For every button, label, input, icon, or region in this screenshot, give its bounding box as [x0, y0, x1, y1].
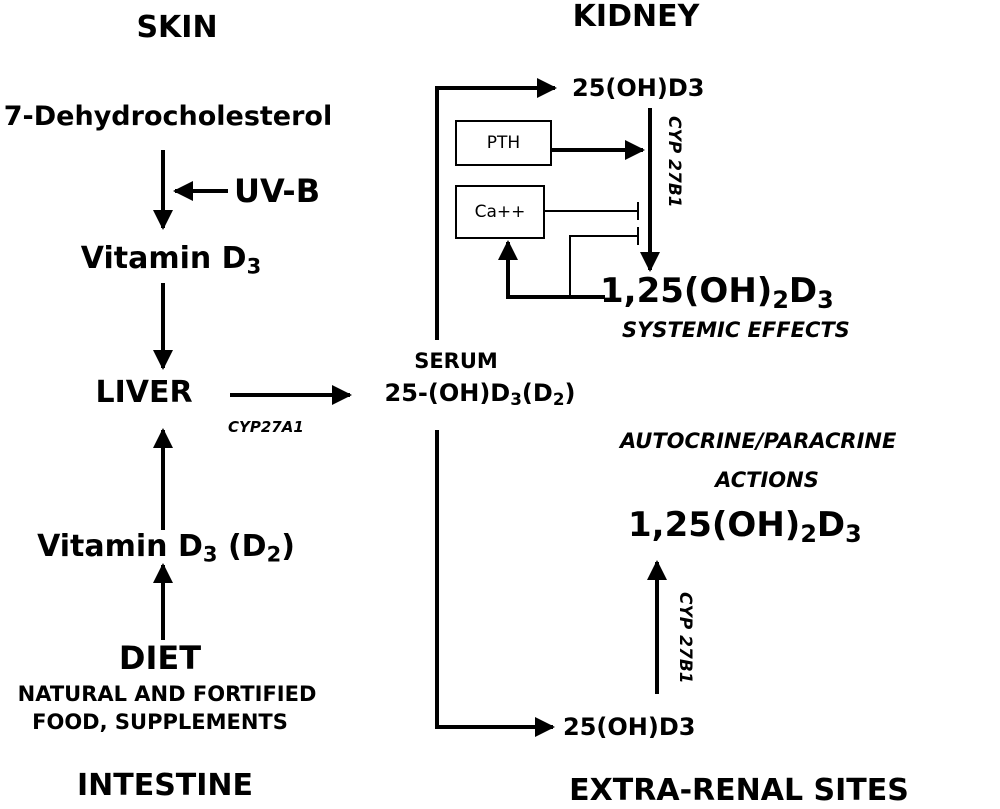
systemic-effects-label: SYSTEMIC EFFECTS	[622, 318, 850, 342]
diet-detail-line1: NATURAL AND FORTIFIED	[17, 682, 317, 706]
arrow-serum-to-extrarenal	[435, 430, 555, 737]
uvb-label: UV-B	[234, 172, 321, 210]
extrarenal-calcitriol: 1,25(OH)2D3	[628, 505, 862, 548]
intestine-heading: INTESTINE	[76, 768, 254, 803]
extrarenal-cyp27b1-label: CYP 27B1	[675, 592, 695, 684]
serum-label: SERUM	[414, 349, 498, 373]
extrarenal-substrate: 25(OH)D3	[563, 713, 696, 741]
arrow-serum-to-kidney	[435, 78, 557, 340]
kidney-calcitriol: 1,25(OH)2D3	[600, 271, 834, 314]
cyp27a1-label: CYP27A1	[228, 418, 304, 436]
diet-label: DIET	[118, 639, 202, 677]
dehydrocholesterol-label: 7-Dehydrocholesterol	[3, 101, 333, 132]
extrarenal-heading: EXTRA-RENAL SITES	[569, 773, 909, 808]
kidney-heading: KIDNEY	[572, 0, 700, 34]
pth-box: PTH	[455, 120, 552, 166]
liver-label: LIVER	[95, 375, 193, 410]
actions-label: ACTIONS	[715, 468, 819, 492]
inhibit-feedback	[569, 235, 638, 297]
diet-detail-line2: FOOD, SUPPLEMENTS	[32, 710, 288, 734]
vitamin-d3-d2-label: Vitamin D3 (D2)	[37, 529, 295, 567]
autocrine-paracrine-label: AUTOCRINE/PARACRINE	[620, 429, 897, 453]
kidney-substrate: 25(OH)D3	[572, 74, 705, 102]
kidney-cyp27b1-label: CYP 27B1	[664, 116, 684, 208]
calcium-box: Ca++	[455, 185, 545, 239]
skin-heading: SKIN	[136, 10, 218, 45]
serum-compound: 25-(OH)D3(D2)	[384, 379, 576, 410]
arrow-feedback-to-calcium	[498, 240, 605, 299]
vitamin-d3-label: Vitamin D3	[80, 241, 262, 279]
